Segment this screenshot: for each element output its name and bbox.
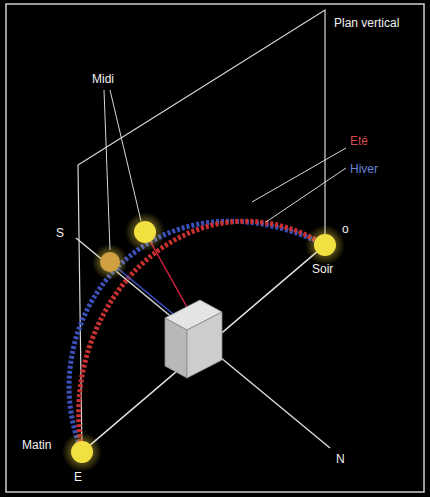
house-front xyxy=(187,312,222,378)
plane-label: Plan vertical xyxy=(334,16,399,30)
leader-line xyxy=(252,148,346,202)
evening-label: Soir xyxy=(312,262,333,276)
south-north-axis xyxy=(76,238,330,448)
sun-symbols xyxy=(62,212,345,472)
summer-arc xyxy=(79,221,325,452)
leader-line xyxy=(266,168,346,222)
direction-letter: N xyxy=(336,452,345,466)
winter-label: Hiver xyxy=(350,162,378,176)
leader-line xyxy=(104,90,110,250)
east-west-axis xyxy=(82,245,325,452)
frame xyxy=(6,4,424,492)
leader-line xyxy=(110,90,141,221)
summer-label: Eté xyxy=(350,134,368,148)
noon-label: Midi xyxy=(92,72,114,86)
winter-arc xyxy=(69,221,325,452)
direction-letter: S xyxy=(56,226,64,240)
morning-label: Matin xyxy=(22,438,51,452)
direction-letter: E xyxy=(74,470,82,484)
direction-letter: o xyxy=(342,222,349,236)
vertical-plane xyxy=(78,10,325,452)
house-side xyxy=(165,318,187,378)
